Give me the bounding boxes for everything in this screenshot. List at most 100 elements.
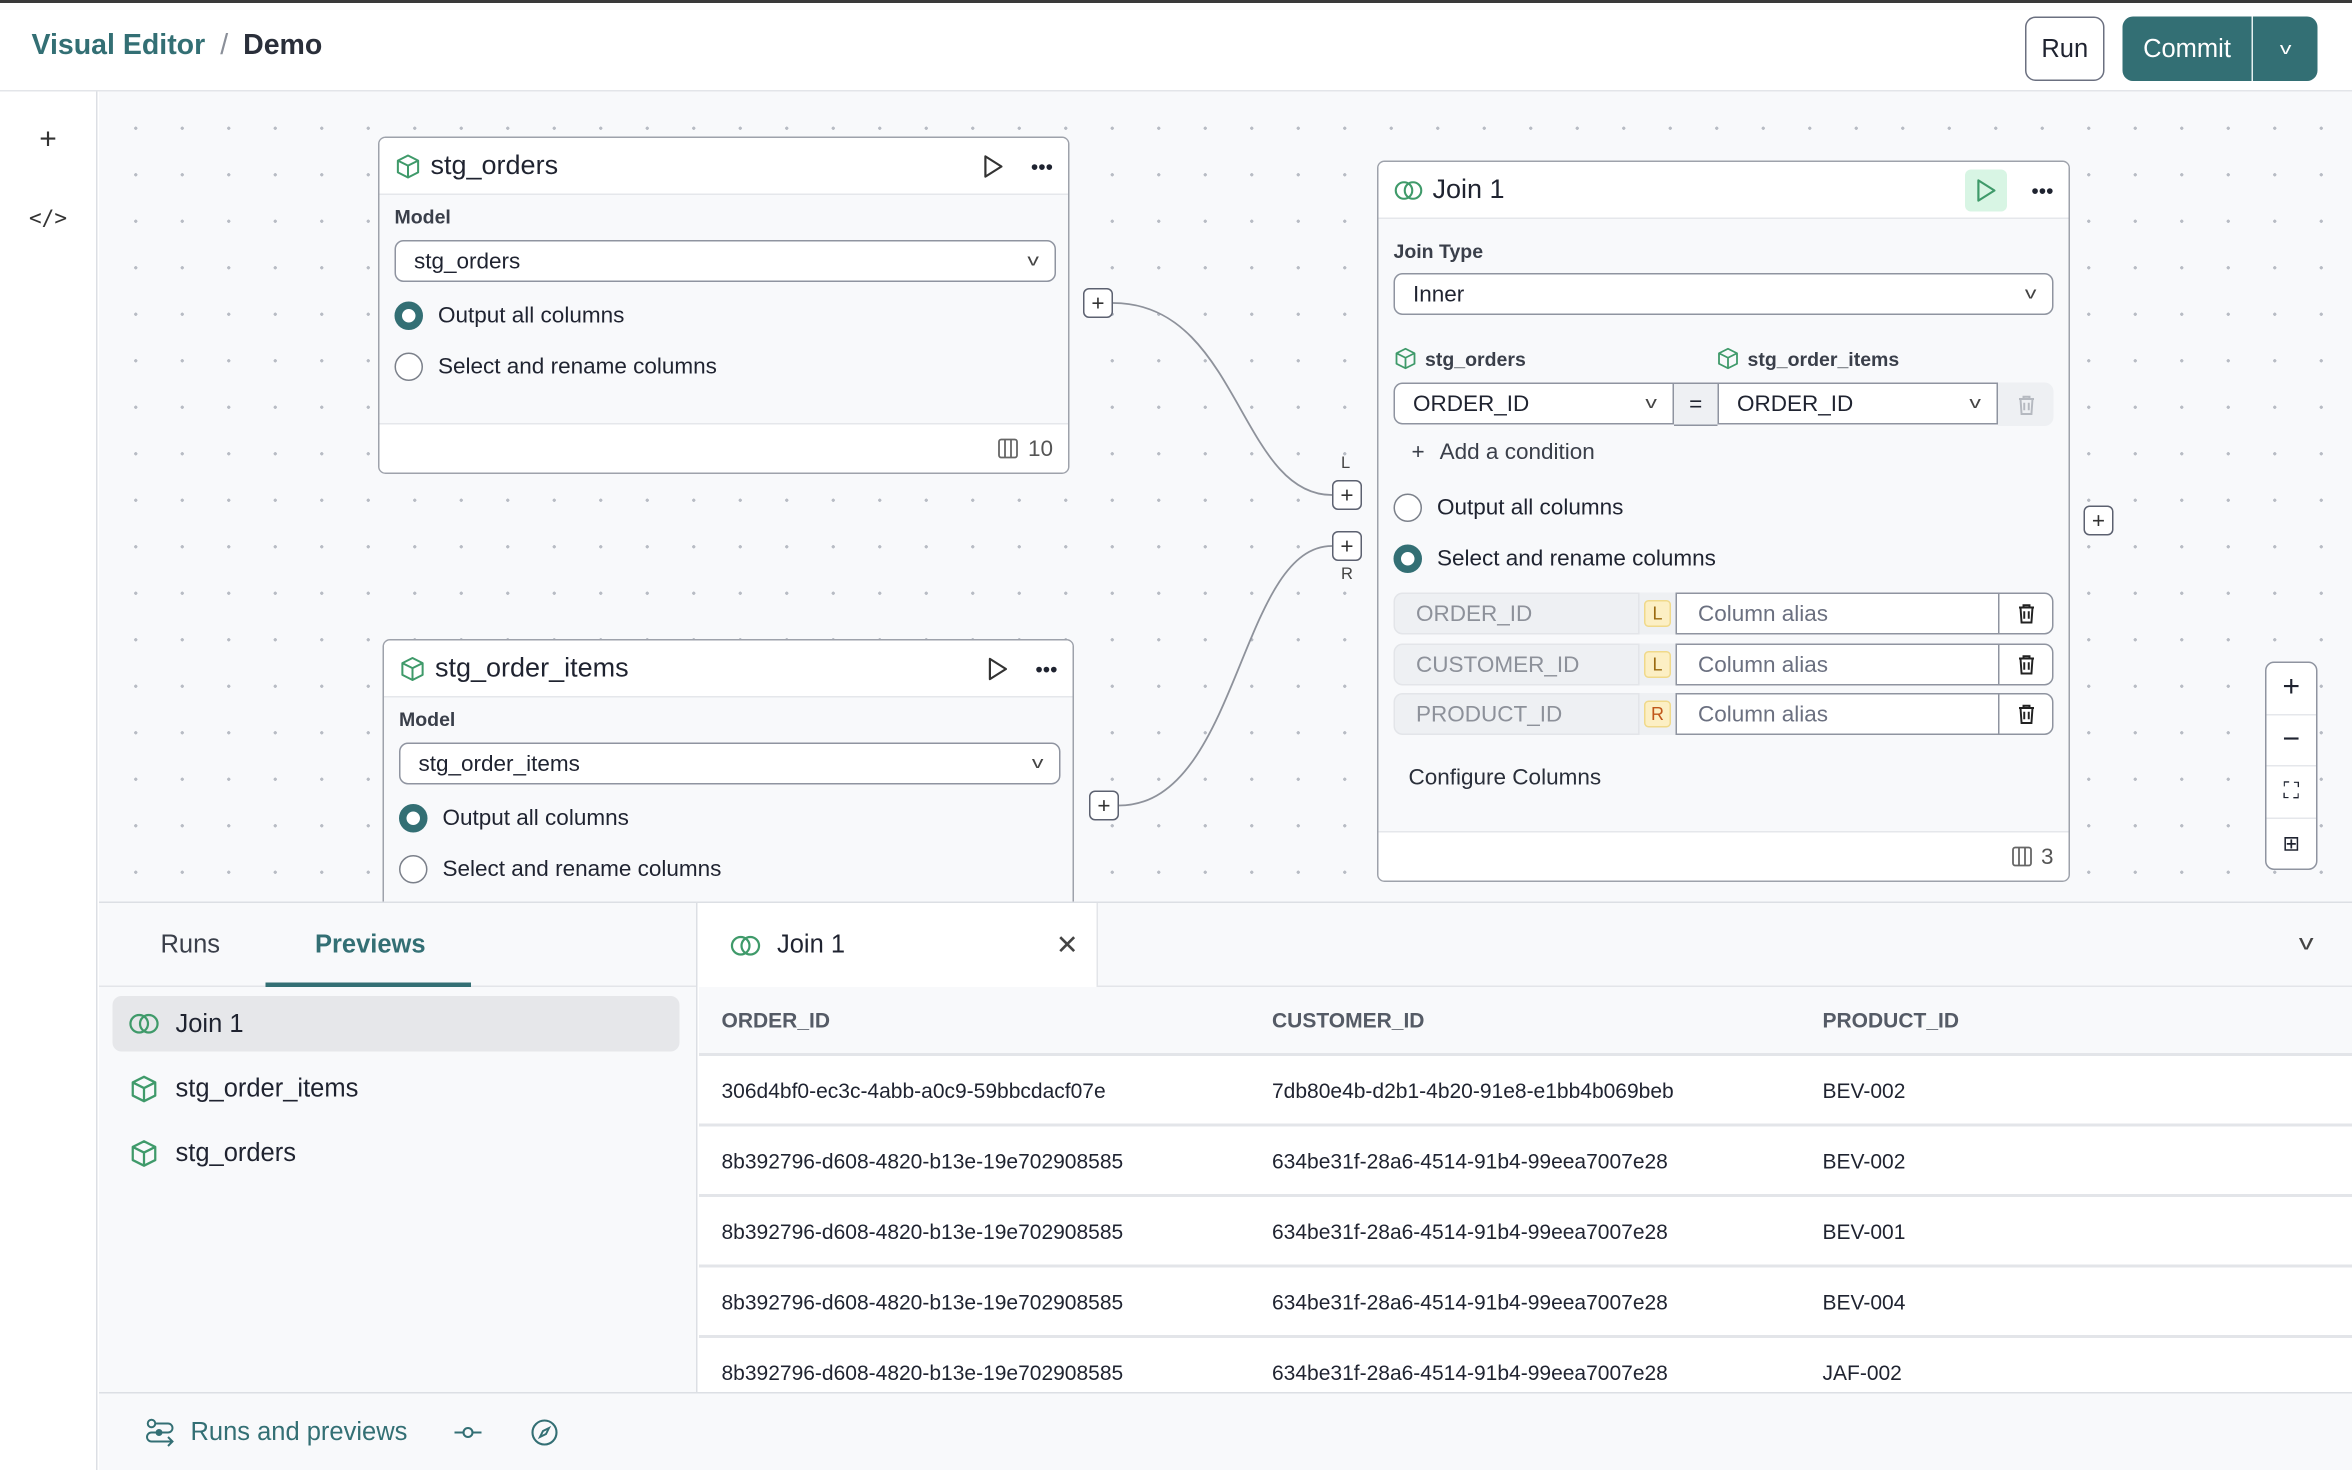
radio-button[interactable] <box>1393 544 1422 573</box>
breadcrumb-visual-editor[interactable]: Visual Editor <box>31 30 206 62</box>
commit-node-icon[interactable] <box>452 1423 482 1441</box>
grid-layout-icon[interactable]: ⊞ <box>2282 830 2301 855</box>
code-icon[interactable]: </> <box>29 207 67 231</box>
more-icon[interactable]: ••• <box>2031 177 2054 202</box>
radio-select-rename[interactable]: Select and rename columns <box>399 855 721 884</box>
add-node-handle[interactable]: + <box>1083 288 1113 318</box>
join-type-value: Inner <box>1413 281 1465 307</box>
column-row: PRODUCT_ID R Column alias <box>1393 693 2054 735</box>
side-badge: R <box>1644 700 1671 728</box>
right-source-label: stg_order_items <box>1716 347 1899 371</box>
close-icon[interactable]: ✕ <box>1055 929 1079 960</box>
add-node-handle[interactable]: + <box>2083 505 2114 536</box>
list-item-stg-order-items[interactable]: stg_order_items <box>113 1061 680 1117</box>
preview-tab-join-1[interactable]: Join 1 ✕ <box>699 903 1098 987</box>
table-row[interactable]: 306d4bf0-ec3c-4abb-a0c9-59bbcdacf07e 7db8… <box>699 1056 2352 1127</box>
chevron-down-icon: v <box>1968 394 1981 413</box>
radio-button[interactable] <box>399 855 428 884</box>
delete-column-button[interactable] <box>1998 643 2054 686</box>
zoom-in-icon[interactable]: + <box>2266 663 2316 715</box>
operator: = <box>1674 382 1718 426</box>
radio-label: Select and rename columns <box>438 354 717 380</box>
model-icon <box>128 1073 161 1103</box>
play-icon[interactable] <box>980 152 1007 179</box>
radio-output-all[interactable]: Output all columns <box>399 804 629 833</box>
column-alias-input[interactable]: Column alias <box>1675 592 1998 635</box>
table-cell: 7db80e4b-d2b1-4b20-91e8-e1bb4b069beb <box>1272 1077 1674 1102</box>
zoom-out-icon[interactable]: − <box>2266 715 2316 767</box>
collapse-panel-icon[interactable]: v <box>2298 930 2314 954</box>
join-right-input-handle[interactable]: + <box>1332 531 1362 561</box>
column-header[interactable]: CUSTOMER_ID <box>1272 1008 1425 1032</box>
node-footer: 10 <box>379 423 1068 473</box>
tab-previews[interactable]: Previews <box>315 930 426 959</box>
radio-select-rename[interactable]: Select and rename columns <box>394 352 717 381</box>
table-cell: BEV-001 <box>1822 1218 1906 1243</box>
radio-button[interactable] <box>394 301 423 330</box>
run-button[interactable]: Run <box>2025 16 2105 81</box>
column-count: 3 <box>2040 843 2054 870</box>
delete-column-button[interactable] <box>1998 693 2054 735</box>
play-icon[interactable] <box>984 655 1011 682</box>
fit-view-icon[interactable]: ⛶ <box>2266 767 2316 819</box>
model-icon <box>1394 347 1418 371</box>
radio-button[interactable] <box>399 804 428 833</box>
column-alias-input[interactable]: Column alias <box>1675 693 1998 735</box>
preview-pane: Join 1 ✕ v ORDER_ID CUSTOMER_ID PRODUCT_… <box>699 903 2352 1409</box>
list-item-join-1[interactable]: Join 1 <box>112 996 680 1052</box>
column-alias-input[interactable]: Column alias <box>1675 643 1998 686</box>
run-node-button[interactable] <box>1965 168 2008 211</box>
node-stg-order-items[interactable]: stg_order_items ••• Model stg_order_item… <box>382 639 1074 902</box>
join-type-label: Join Type <box>1393 240 1484 263</box>
list-item-stg-orders[interactable]: stg_orders <box>113 1125 680 1181</box>
runs-and-previews-button[interactable]: Runs and previews <box>144 1417 407 1447</box>
right-column-select[interactable]: ORDER_ID v <box>1717 382 1998 425</box>
add-node-handle[interactable]: + <box>1089 790 1119 821</box>
tab-runs[interactable]: Runs <box>160 930 221 959</box>
commit-button[interactable]: Commit <box>2123 16 2253 81</box>
runs-previews-icon <box>146 1418 174 1446</box>
add-condition-button[interactable]: +Add a condition <box>1412 440 1595 466</box>
radio-output-all[interactable]: Output all columns <box>1393 493 1623 522</box>
compass-icon[interactable] <box>529 1417 559 1447</box>
join-icon <box>729 932 762 958</box>
configure-columns-button[interactable]: Configure Columns <box>1408 765 1602 791</box>
join-type-select[interactable]: Inner v <box>1393 273 2054 315</box>
right-column-value: ORDER_ID <box>1737 390 1854 417</box>
side-badge: L <box>1644 651 1671 678</box>
model-select-value: stg_order_items <box>418 750 580 777</box>
delete-column-button[interactable] <box>1998 592 2054 635</box>
more-icon[interactable]: ••• <box>1030 153 1053 178</box>
columns-icon <box>996 437 1020 461</box>
table-cell: 634be31f-28a6-4514-91b4-99eea7007e28 <box>1272 1289 1668 1314</box>
add-icon[interactable]: + <box>39 122 57 156</box>
node-title: Join 1 <box>1432 174 1505 204</box>
radio-button[interactable] <box>1393 493 1422 522</box>
table-cell: 8b392796-d608-4820-b13e-19e702908585 <box>721 1359 1124 1384</box>
column-header[interactable]: ORDER_ID <box>721 1008 831 1032</box>
column-count: 10 <box>1027 435 1053 462</box>
table-cell: 306d4bf0-ec3c-4abb-a0c9-59bbcdacf07e <box>721 1077 1106 1102</box>
more-icon[interactable]: ••• <box>1035 656 1058 681</box>
column-row: ORDER_ID L Column alias <box>1393 592 2054 635</box>
chevron-down-icon: v <box>2024 285 2036 303</box>
radio-select-rename[interactable]: Select and rename columns <box>1393 544 1716 573</box>
radio-button[interactable] <box>394 352 423 381</box>
delete-condition-button[interactable] <box>1998 382 2054 426</box>
trash-icon <box>2014 392 2038 416</box>
commit-options-button[interactable]: v <box>2253 17 2318 82</box>
radio-output-all[interactable]: Output all columns <box>394 301 624 330</box>
column-header[interactable]: PRODUCT_ID <box>1822 1008 1960 1032</box>
join-left-input-handle[interactable]: + <box>1332 480 1362 510</box>
model-label: Model <box>394 205 451 229</box>
bottom-toolbar: Runs and previews <box>99 1392 2352 1470</box>
